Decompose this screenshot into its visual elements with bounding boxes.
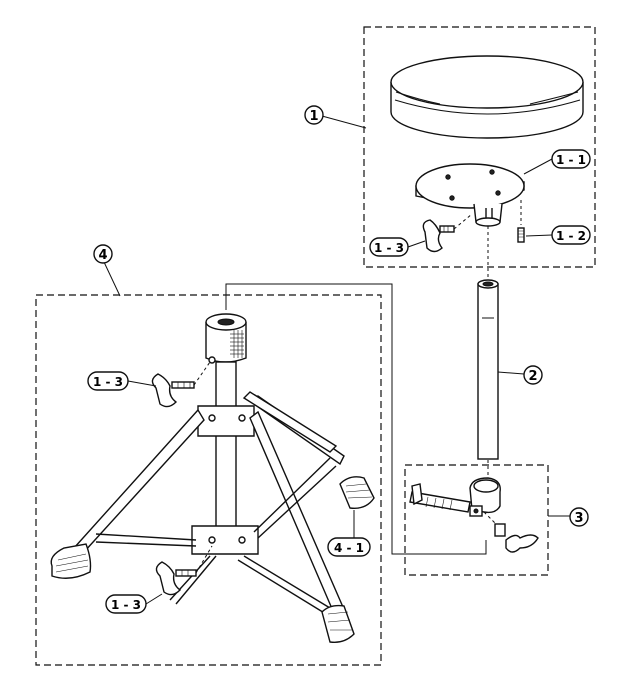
base-wing-bolt-lower	[155, 545, 213, 596]
callout-rubber-foot: 4 - 1	[327, 537, 371, 557]
group-box-seat	[363, 26, 596, 268]
height-clamp	[409, 477, 539, 553]
callout-wing-bolt-top: 1 - 3	[87, 371, 129, 391]
callout-1: 1	[304, 105, 324, 125]
callout-seat-plate-text: 1 - 1	[556, 153, 586, 167]
callout-3: 3	[569, 507, 589, 527]
group-box-base	[35, 294, 382, 666]
seat-wing-bolt	[422, 213, 473, 253]
callout-bolt: 1 - 2	[551, 225, 591, 245]
callout-wing-bolt-seat: 1 - 3	[369, 237, 409, 257]
callout-rubber-foot-text: 4 - 1	[334, 541, 364, 555]
callout-wing-bolt-top-text: 1 - 3	[93, 375, 123, 389]
callout-3-text: 3	[574, 511, 583, 526]
group-box-clamp	[404, 464, 549, 576]
seat-cushion	[390, 55, 584, 139]
callout-4: 4	[93, 244, 113, 264]
seat-bolt	[517, 200, 525, 243]
seat-plate	[415, 163, 525, 268]
assembly-guide-line	[225, 283, 487, 555]
callout-wing-bolt-seat-text: 1 - 3	[374, 241, 404, 255]
seat-tube	[477, 268, 499, 478]
callout-bolt-text: 1 - 2	[556, 229, 586, 243]
callout-2: 2	[523, 365, 543, 385]
callout-1-text: 1	[309, 109, 318, 124]
callout-2-text: 2	[528, 369, 537, 384]
base-wing-bolt-upper	[151, 361, 211, 408]
callout-wing-bolt-bottom: 1 - 3	[105, 594, 147, 614]
callout-4-text: 4	[98, 248, 107, 263]
callout-wing-bolt-bottom-text: 1 - 3	[111, 598, 141, 612]
callout-seat-plate: 1 - 1	[551, 149, 591, 169]
tripod-base	[50, 313, 375, 644]
